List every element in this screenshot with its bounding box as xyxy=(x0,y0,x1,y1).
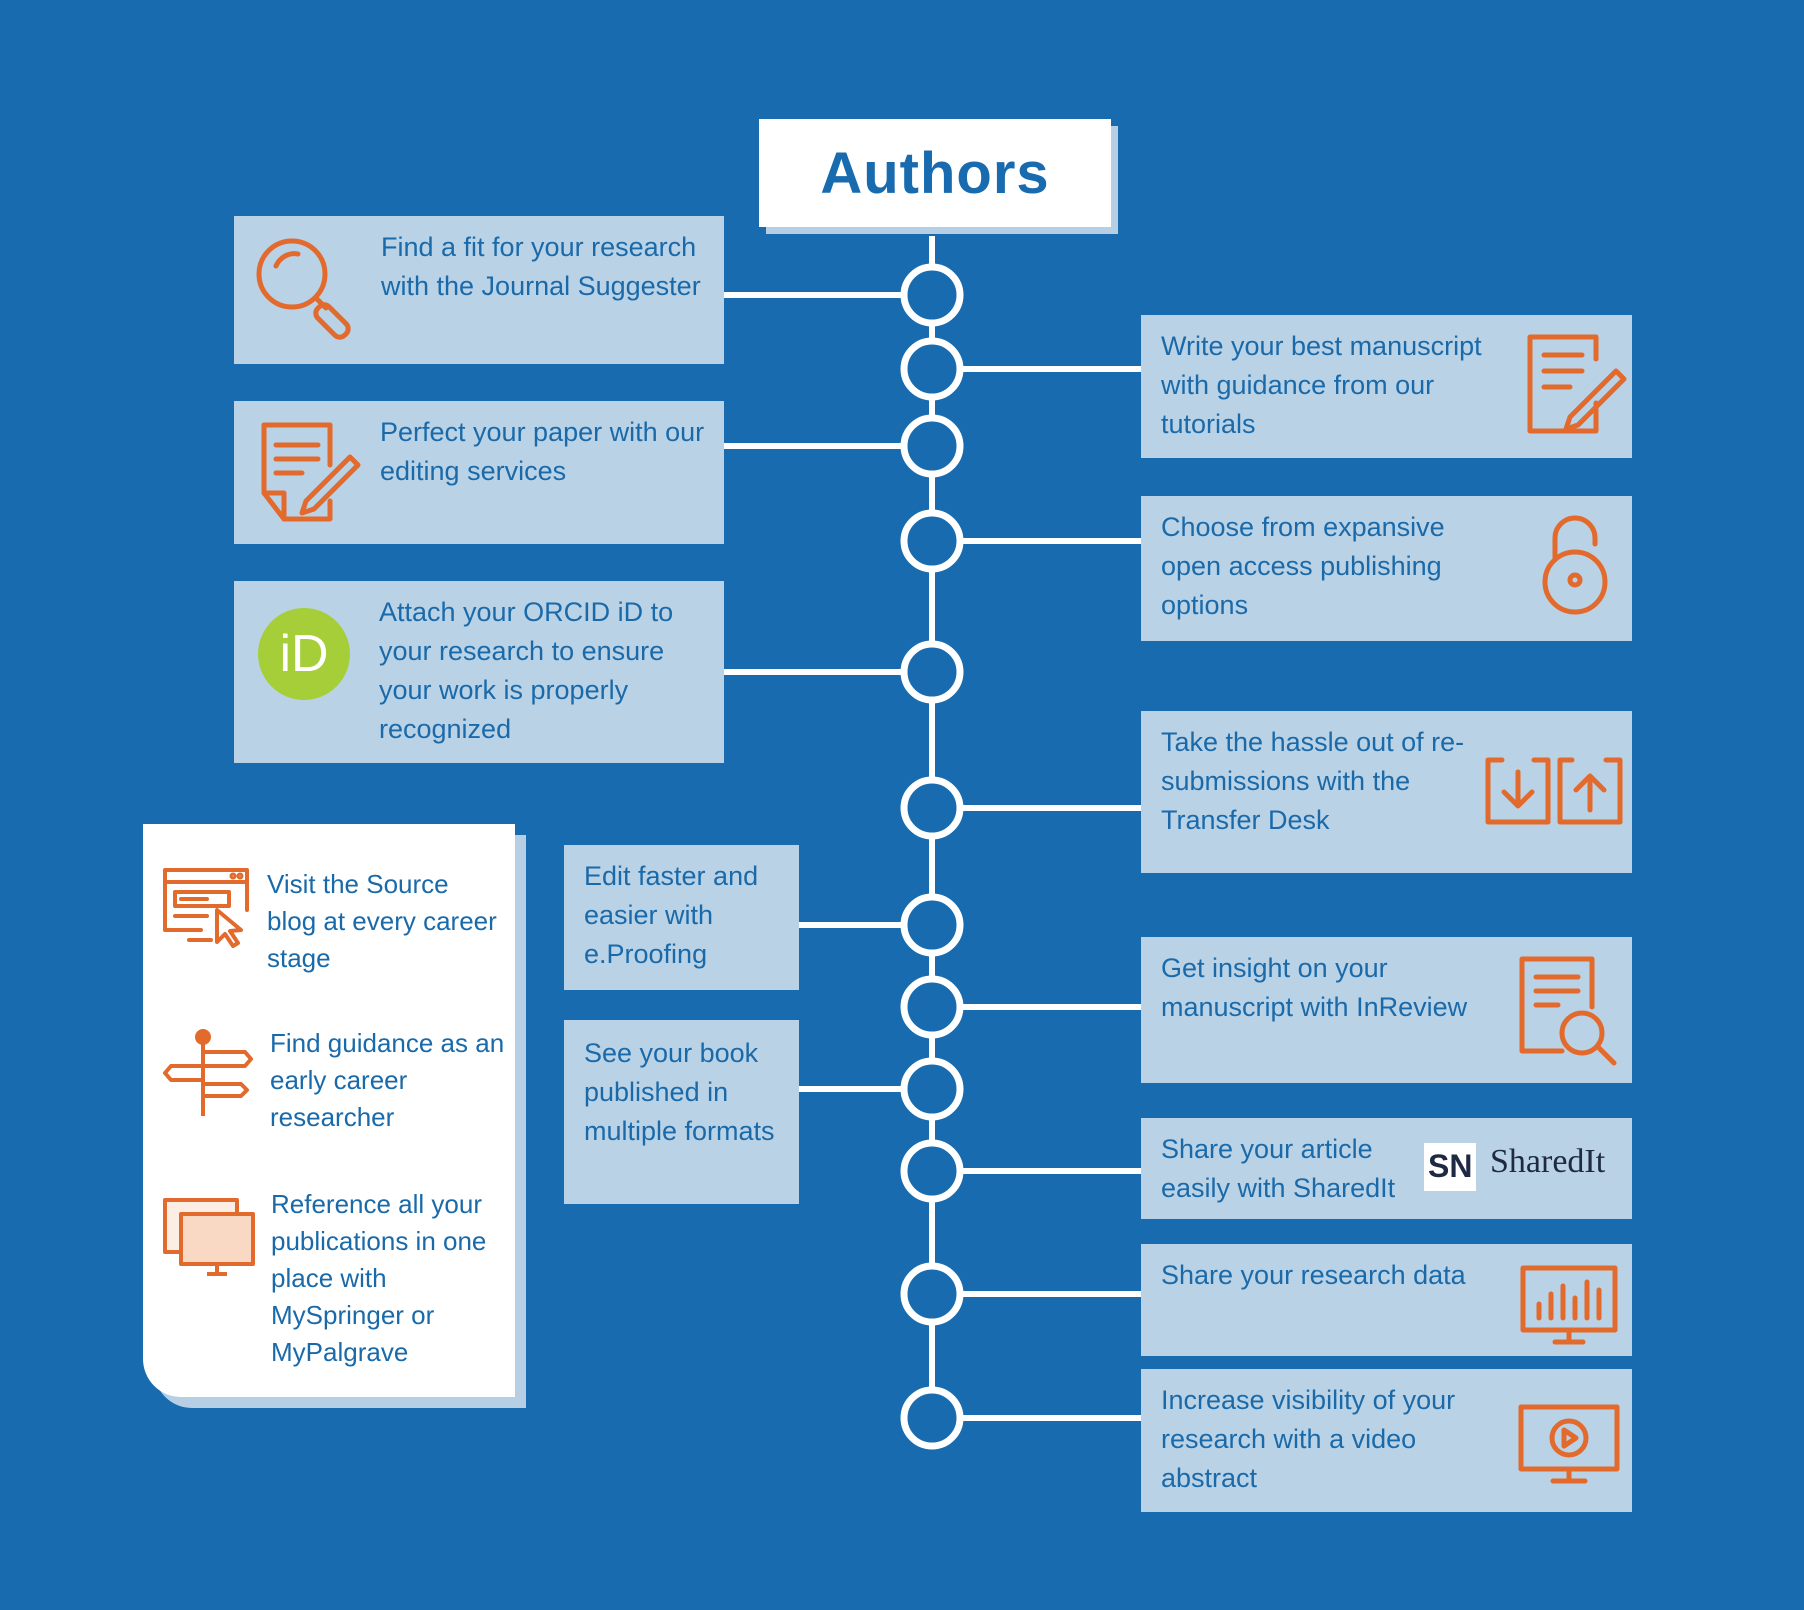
sn-letters: SN xyxy=(1428,1148,1473,1184)
sharedit-logo-word: SharedIt xyxy=(1490,1143,1606,1180)
timeline-node xyxy=(900,640,964,704)
card-journal-suggester[interactable]: Find a fit for your research with the Jo… xyxy=(234,216,724,364)
orcid-icon: iD xyxy=(258,608,350,700)
card-text: Take the hassle out of re-submissions wi… xyxy=(1161,727,1465,835)
bar-chart-monitor-icon xyxy=(1520,1265,1618,1345)
card-text: Get insight on your manuscript with InRe… xyxy=(1161,953,1468,1022)
document-edit-icon xyxy=(261,422,361,522)
orcid-icon-label: iD xyxy=(279,625,329,683)
screens-icon xyxy=(163,1198,255,1276)
card-text: Edit faster and easier with e.Proofing xyxy=(584,861,759,969)
timeline-node xyxy=(900,893,964,957)
timeline-node xyxy=(900,975,964,1039)
card-text: Find a fit for your research with the Jo… xyxy=(381,232,701,301)
side-item-text[interactable]: Reference all your publications in one p… xyxy=(271,1189,487,1367)
card-text: Write your best manuscript with guidance… xyxy=(1161,331,1482,439)
timeline-node xyxy=(900,414,964,478)
signpost-icon xyxy=(163,1029,253,1116)
card-text: Share your research data xyxy=(1161,1260,1466,1290)
card-eproofing[interactable]: Edit faster and easier with e.Proofing xyxy=(564,845,799,990)
card-inreview[interactable]: Get insight on your manuscript with InRe… xyxy=(1141,937,1632,1083)
card-text: Increase visibility of your research wit… xyxy=(1161,1385,1456,1493)
video-monitor-icon xyxy=(1518,1404,1620,1484)
card-text: Share your article easily with SharedIt xyxy=(1161,1134,1396,1203)
document-search-icon xyxy=(1519,956,1617,1066)
sharedit-logo-badge: SN xyxy=(1424,1143,1476,1191)
side-item-text[interactable]: Visit the Source blog at every career st… xyxy=(267,869,497,973)
card-open-access[interactable]: Choose from expansive open access publis… xyxy=(1141,496,1632,641)
open-lock-icon xyxy=(1542,515,1608,615)
timeline-node xyxy=(900,1057,964,1121)
card-text: Perfect your paper with our editing serv… xyxy=(380,417,705,486)
browser-cursor-icon xyxy=(163,868,249,948)
side-item-text[interactable]: Find guidance as an early career researc… xyxy=(270,1028,505,1132)
card-research-data[interactable]: Share your research data xyxy=(1141,1244,1632,1356)
timeline-node xyxy=(900,1139,964,1203)
magnifier-icon xyxy=(256,238,351,340)
card-text: Choose from expansive open access publis… xyxy=(1161,512,1445,620)
card-text: Attach your ORCID iD to your research to… xyxy=(379,597,674,744)
card-video-abstract[interactable]: Increase visibility of your research wit… xyxy=(1141,1369,1632,1512)
timeline-node xyxy=(900,1262,964,1326)
timeline-node xyxy=(900,1386,964,1450)
title-box: Authors xyxy=(759,119,1111,227)
card-editing-services[interactable]: Perfect your paper with our editing serv… xyxy=(234,401,724,544)
notepad-pencil-icon xyxy=(1527,334,1627,434)
download-upload-icon xyxy=(1485,757,1623,825)
card-transfer-desk[interactable]: Take the hassle out of re-submissions wi… xyxy=(1141,711,1632,873)
timeline-node xyxy=(900,263,964,327)
career-resources-panel: Visit the Source blog at every career st… xyxy=(143,824,515,1397)
timeline-node xyxy=(900,776,964,840)
timeline-node xyxy=(900,337,964,401)
page-title: Authors xyxy=(820,140,1050,206)
timeline-node xyxy=(900,509,964,573)
card-sharedit[interactable]: Share your article easily with SharedIt … xyxy=(1141,1118,1632,1219)
card-book-formats[interactable]: See your book published in multiple form… xyxy=(564,1020,799,1204)
card-text: See your book published in multiple form… xyxy=(584,1038,775,1146)
card-tutorials[interactable]: Write your best manuscript with guidance… xyxy=(1141,315,1632,458)
